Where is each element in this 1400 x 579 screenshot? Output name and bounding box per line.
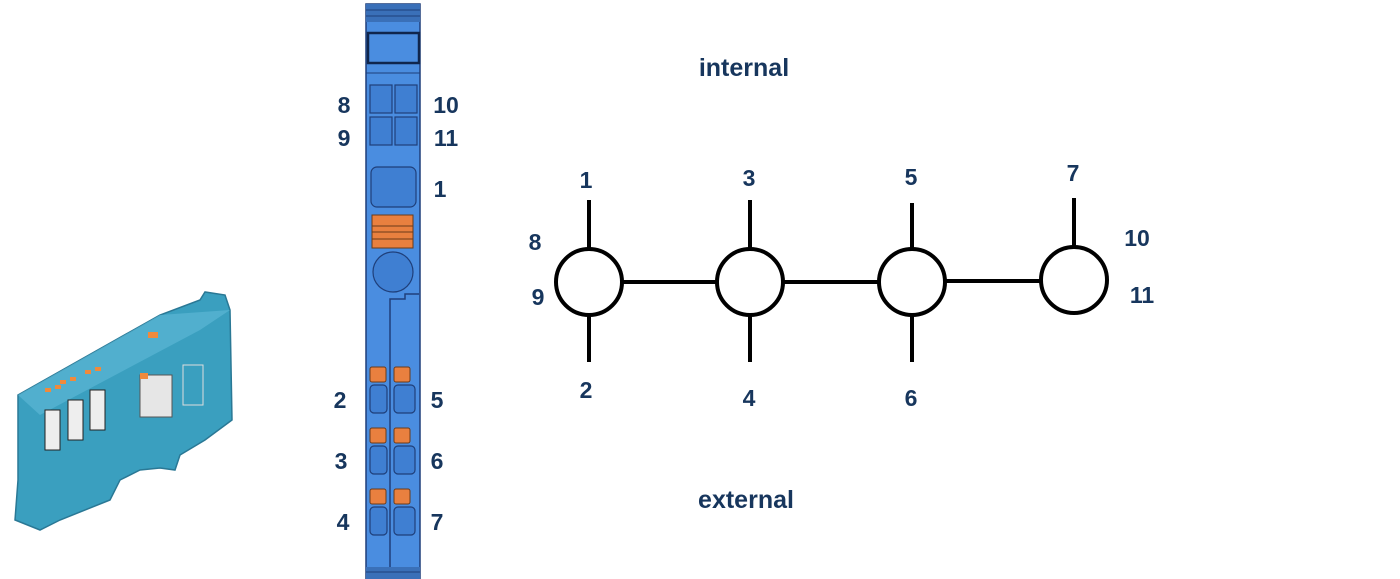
terminal-label-2: 2 bbox=[334, 387, 347, 413]
internal-label: internal bbox=[699, 54, 789, 82]
node-circle bbox=[554, 247, 624, 317]
schematic-label-10: 10 bbox=[1124, 225, 1150, 251]
terminal-label-8: 8 bbox=[338, 92, 351, 118]
terminal-block-product-image bbox=[14, 291, 233, 531]
schematic: internal external 1 3 5 7 2 4 6 8 9 10 1… bbox=[529, 54, 1155, 514]
terminal-label-6: 6 bbox=[431, 448, 444, 474]
schematic-label-2: 2 bbox=[580, 377, 593, 403]
schematic-label-7: 7 bbox=[1067, 160, 1080, 186]
node-circle bbox=[877, 247, 947, 317]
schematic-label-9: 9 bbox=[532, 284, 545, 310]
terminal-label-11: 11 bbox=[434, 125, 459, 151]
terminal-label-4: 4 bbox=[337, 509, 350, 535]
terminal-label-1: 1 bbox=[434, 176, 447, 202]
node-circle bbox=[1039, 245, 1109, 315]
terminal-label-10: 10 bbox=[433, 92, 459, 118]
schematic-label-3: 3 bbox=[743, 165, 756, 191]
node-circle bbox=[715, 247, 785, 317]
schematic-label-1: 1 bbox=[580, 167, 593, 193]
schematic-label-5: 5 bbox=[905, 164, 918, 190]
terminal-label-3: 3 bbox=[335, 448, 348, 474]
external-label: external bbox=[698, 486, 794, 514]
terminal-labels: 8 9 10 11 1 2 5 3 6 4 7 bbox=[334, 92, 459, 535]
terminal-label-9: 9 bbox=[338, 125, 351, 151]
schematic-label-8: 8 bbox=[529, 229, 542, 255]
terminal-block-front-view bbox=[365, 3, 421, 579]
terminal-label-7: 7 bbox=[431, 509, 444, 535]
terminal-label-5: 5 bbox=[431, 387, 444, 413]
schematic-label-11: 11 bbox=[1130, 282, 1155, 308]
schematic-label-6: 6 bbox=[905, 385, 918, 411]
schematic-label-4: 4 bbox=[743, 385, 756, 411]
